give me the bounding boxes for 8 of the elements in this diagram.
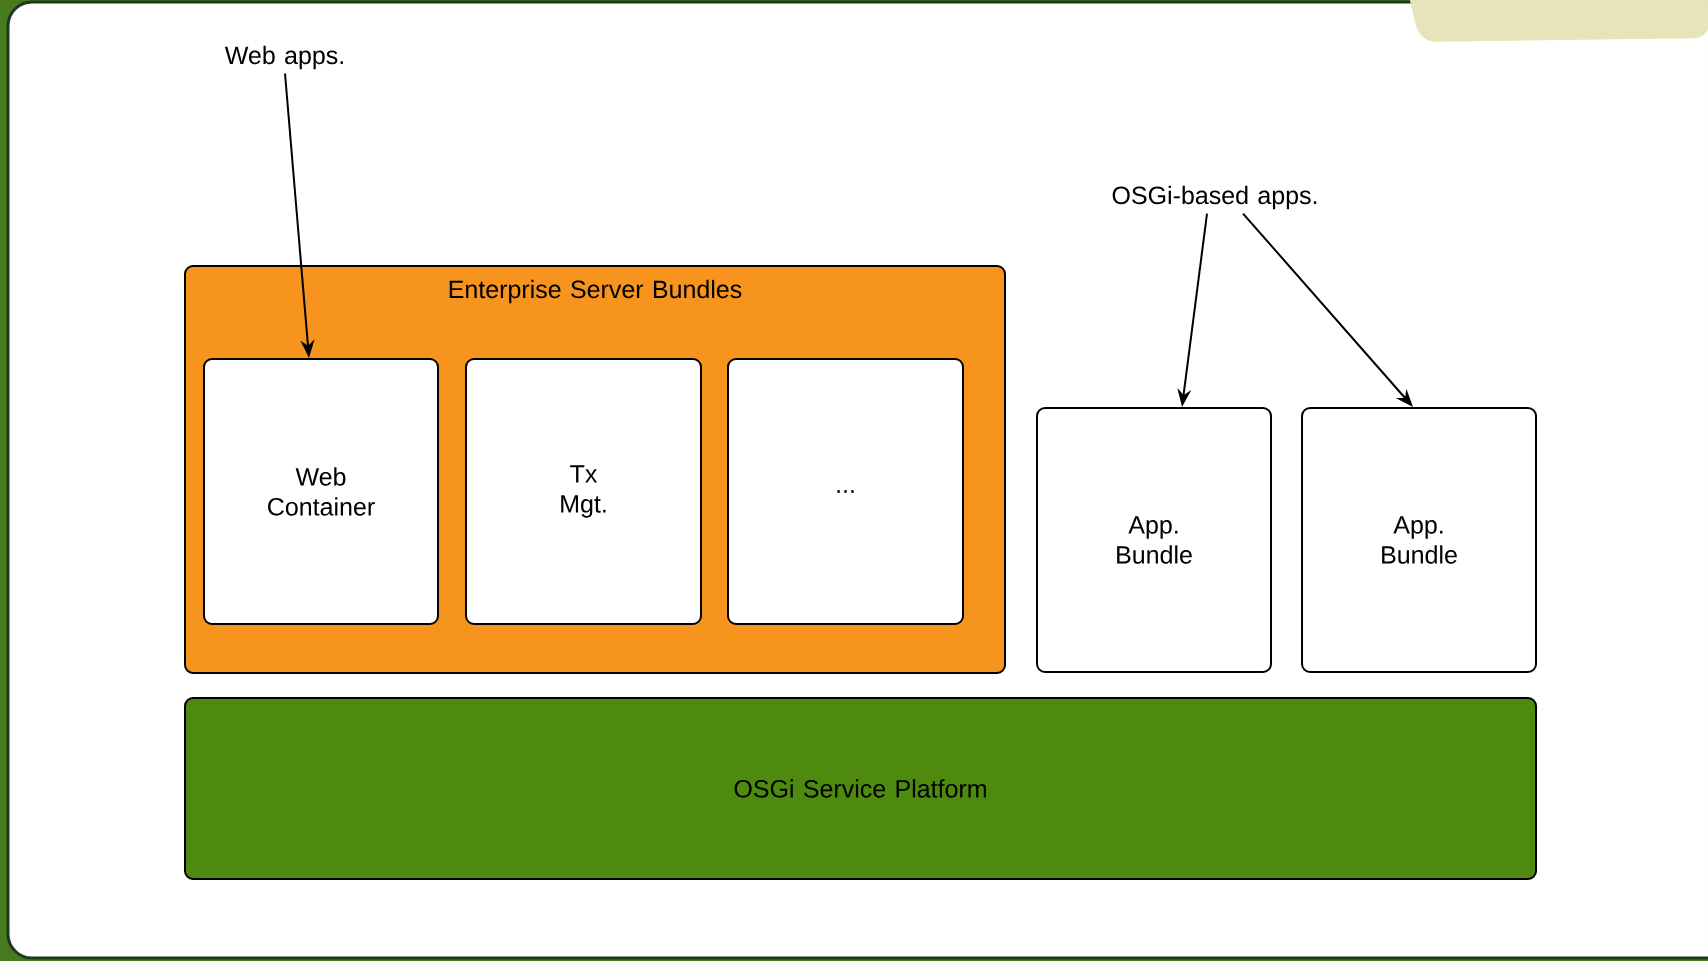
caption-text: Web apps. xyxy=(224,45,343,70)
platform-bar: OSGi Service Platform xyxy=(184,697,1537,880)
caption-text: OSGi-based apps. xyxy=(1112,185,1317,210)
bundle-box: Tx Mgt. xyxy=(465,358,702,625)
bundle-box: App. Bundle xyxy=(1036,407,1272,673)
bundle-box: App. Bundle xyxy=(1301,407,1537,673)
bundle-box: ... xyxy=(727,358,964,625)
bundle-box: Web Container xyxy=(203,358,439,625)
